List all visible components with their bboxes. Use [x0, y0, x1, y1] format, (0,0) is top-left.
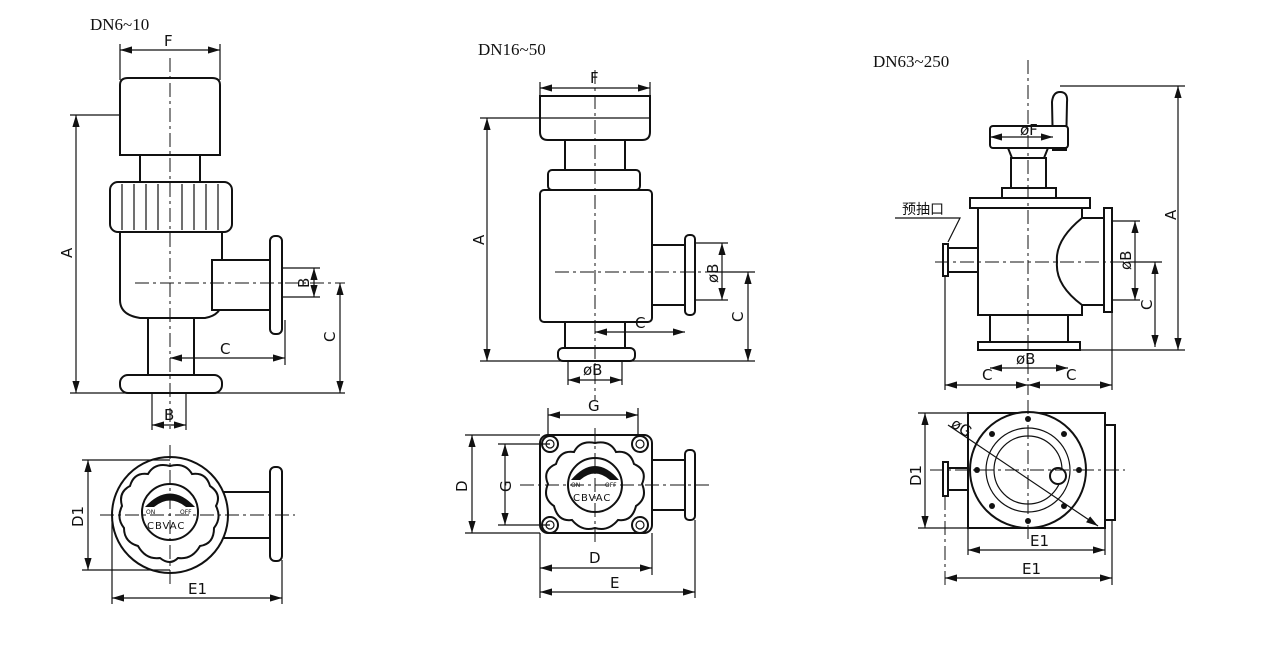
dim-E1-inner: E1 [1030, 532, 1049, 550]
dim-B-bottom: øB [583, 361, 602, 379]
dim-C-vertical: C [729, 312, 747, 322]
view-dn63-250: DN63~250 预抽口 øF A øB C øB C C [873, 52, 1185, 585]
dim-A: A [58, 247, 76, 258]
view-title: DN6~10 [90, 15, 149, 34]
dim-C-right: C [1066, 366, 1076, 384]
dim-B-side: øB [704, 264, 722, 283]
dim-G-top: G [588, 397, 600, 415]
view-title: DN63~250 [873, 52, 949, 71]
front-view: F A øB C C øB [470, 69, 755, 400]
dim-F: F [164, 32, 173, 50]
top-view: øG D1 E1 E1 [907, 400, 1125, 585]
front-view: F A B C C B [58, 32, 345, 432]
knob-brand: CBVAC [573, 493, 611, 504]
dim-E1: E1 [188, 580, 207, 598]
dim-G-left: G [497, 480, 515, 492]
view-dn16-50: DN16~50 F A øB C C øB [453, 40, 755, 598]
dim-F: øF [1020, 121, 1038, 139]
dim-C-horizontal: C [220, 340, 230, 358]
dim-C-vertical: C [321, 332, 339, 342]
dim-E1-outer: E1 [1022, 560, 1041, 578]
knob-off-label: OFF [605, 482, 617, 489]
dim-E: E [610, 574, 619, 592]
top-view: ON OFF CBVAC D1 E1 [69, 445, 295, 604]
view-title: DN16~50 [478, 40, 546, 59]
front-view: 预抽口 øF A øB C øB C C [895, 60, 1185, 395]
dim-B-side: øB [1117, 251, 1135, 270]
bolt-holes [974, 416, 1082, 524]
dim-A: A [470, 234, 488, 245]
dim-B-bottom: B [164, 406, 174, 424]
knob-off-label: OFF [180, 509, 192, 516]
dim-D-bottom: D [589, 549, 601, 567]
dim-C-left: C [982, 366, 992, 384]
dim-C-horizontal: C [635, 314, 645, 332]
dim-C-vertical: C [1138, 300, 1156, 310]
knob-brand: CBVAC [147, 521, 185, 532]
dim-B-side: B [295, 278, 313, 288]
dim-A: A [1162, 209, 1180, 220]
view-dn6-10: DN6~10 F A B C C B [58, 15, 345, 604]
dim-F: F [590, 69, 599, 87]
dim-D1: D1 [907, 465, 925, 486]
top-view: ON OFF CBVAC G G D D E [453, 397, 710, 598]
knob-on-label: ON [146, 509, 155, 516]
dim-D-left: D [453, 480, 471, 492]
dim-B-bottom: øB [1016, 350, 1035, 368]
dim-D1: D1 [69, 506, 87, 527]
pre-pump-port-label: 预抽口 [902, 202, 944, 218]
